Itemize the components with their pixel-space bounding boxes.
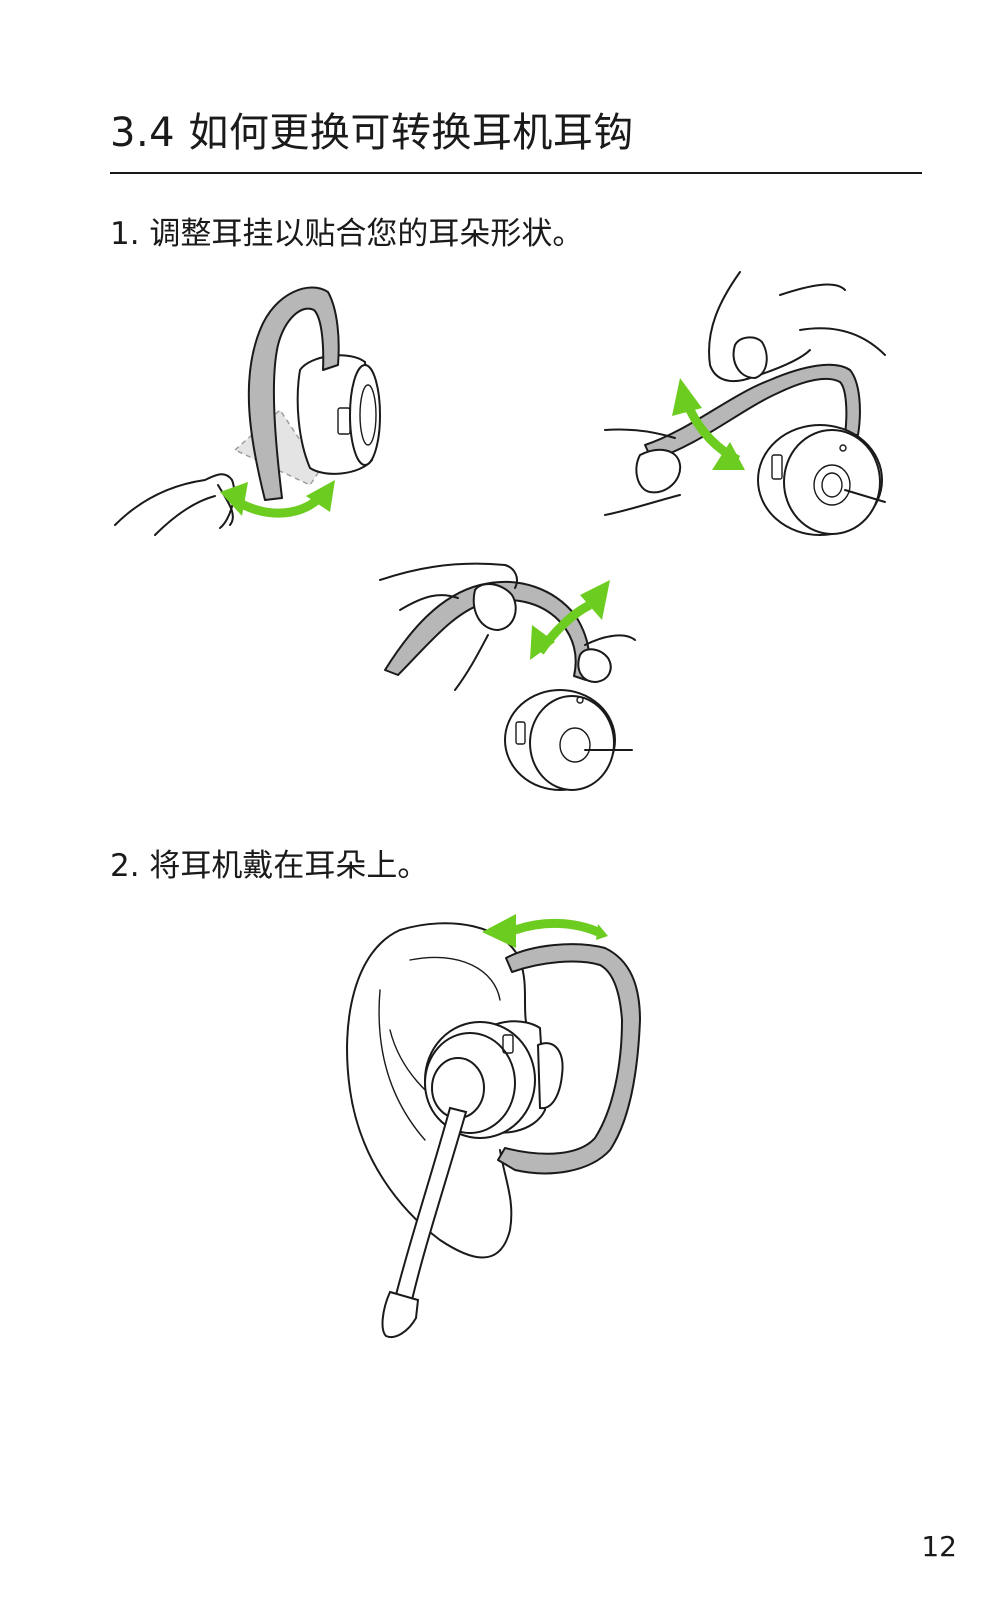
illustration-bend-hook-center <box>370 550 650 810</box>
step-1-text: 1. 调整耳挂以贴合您的耳朵形状。 <box>110 208 583 253</box>
title-divider <box>110 172 922 174</box>
step-2-text: 2. 将耳机戴在耳朵上。 <box>110 840 428 885</box>
illustration-bend-hook-left <box>110 270 410 540</box>
illustration-wear-on-ear <box>330 900 670 1340</box>
page-number: 12 <box>921 1530 957 1563</box>
illustration-bend-hook-right <box>600 270 900 550</box>
section-title: 3.4 如何更换可转换耳机耳钩 <box>110 100 634 158</box>
